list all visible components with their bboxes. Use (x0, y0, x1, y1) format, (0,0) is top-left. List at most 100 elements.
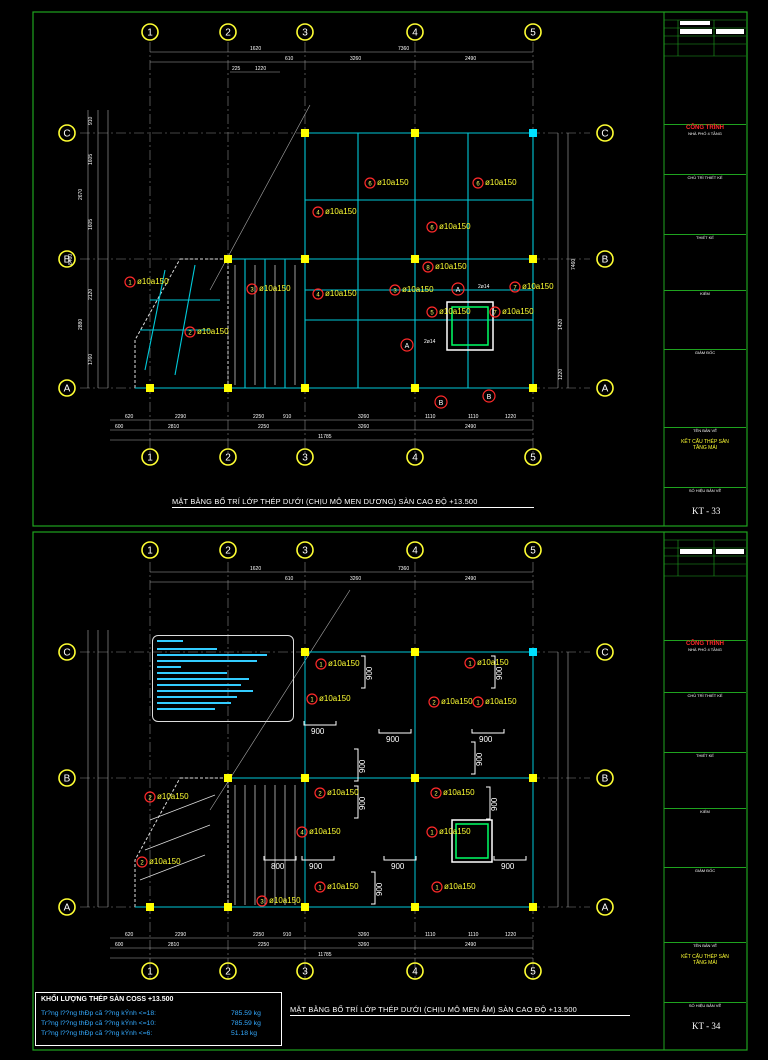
svg-text:2490: 2490 (465, 56, 476, 62)
bar-length-label: 900 (495, 666, 504, 680)
thiet-ke-label: THIẾT KẾ (664, 752, 746, 767)
sheet-title: MẶT BẰNG BỐ TRÍ LỚP THÉP DƯỚI (CHỊU MÔ M… (290, 1005, 577, 1014)
rebar-mark-number: 6 (430, 226, 434, 232)
grid-bubble-col (406, 962, 424, 980)
rebar-mark-circle (314, 881, 326, 893)
grid-label: 4 (412, 967, 418, 978)
rebar-spec-label: ø10a150 (149, 857, 181, 866)
title-underline (172, 507, 534, 508)
svg-text:2120: 2120 (88, 289, 94, 300)
so-hieu-label: SỐ HIỆU BẢN VẼ (688, 488, 722, 493)
rebar-mark-number: 2 (148, 796, 152, 802)
svg-text:11785: 11785 (318, 434, 332, 440)
svg-text:3260: 3260 (350, 56, 361, 62)
rebar-mark-circle (426, 826, 438, 838)
drawing-name-2: TẦNG MÁI (692, 445, 718, 451)
rebar-hook (371, 871, 376, 905)
svg-text:1220: 1220 (558, 369, 564, 380)
rebar-hook (491, 655, 496, 689)
rebar-mark-circle (184, 326, 196, 338)
kiem-label: KIỂM (664, 808, 746, 823)
rebar-spec-label: ø10a150 (269, 896, 301, 905)
bar-length-label: 900 (309, 862, 323, 871)
ten-ban-ve-label: TÊN BẢN VẼ (693, 428, 717, 433)
rebar-spec-label: ø10a150 (485, 697, 517, 706)
rebar-mark-number: 3 (393, 289, 397, 295)
grid-label: 1 (147, 967, 153, 978)
svg-text:1110: 1110 (425, 932, 436, 938)
sheet-title: MẶT BẰNG BỐ TRÍ LỚP THÉP DƯỚI (CHỊU MÔ M… (172, 497, 478, 506)
grid-bubble-col (296, 541, 314, 559)
kiem-label: KIỂM (664, 290, 746, 305)
svg-text:3260: 3260 (358, 424, 369, 430)
rebar-mark-circle (246, 283, 258, 295)
rebar-hook (493, 856, 527, 861)
rebar-mark-number: 1 (476, 701, 480, 707)
bar-length-label: 900 (358, 759, 367, 773)
bar-length-label: 900 (479, 735, 493, 744)
thiet-ke-label: THIẾT KẾ (664, 234, 746, 249)
rebar-mark-circle (314, 787, 326, 799)
rebar-mark-circle (426, 306, 438, 318)
rebar-spec-label: ø10a150 (522, 282, 554, 291)
rebar-mark-number: 5 (430, 311, 434, 317)
rebar-spec-label: ø10a150 (319, 694, 351, 703)
general-notes-box (152, 635, 294, 722)
grid-label: 5 (530, 546, 536, 557)
svg-text:2670: 2670 (78, 189, 84, 200)
rebar-mark-number: 4 (300, 831, 304, 837)
quantity-row-label: Tr?ng l??ng thÐp cã ??ng kÝnh <=18: (41, 1010, 156, 1017)
bar-length-label: 900 (386, 735, 400, 744)
bar-length-label: 900 (311, 727, 325, 736)
rebar-mark-circle (472, 177, 484, 189)
section-mark (451, 282, 465, 296)
svg-text:1620: 1620 (250, 566, 261, 572)
rebar-mark-circle (144, 791, 156, 803)
grid-label: 4 (412, 546, 418, 557)
rebar-spec-label: ø10a150 (328, 659, 360, 668)
bar-length-label: 900 (391, 862, 405, 871)
bar-length-label: 900 (358, 796, 367, 810)
svg-text:2250: 2250 (258, 424, 269, 430)
rebar-mark-circle (428, 696, 440, 708)
rebar-spec-label: ø10a150 (435, 262, 467, 271)
rebar-mark-circle (312, 288, 324, 300)
rebar-spec-label: ø10a150 (402, 285, 434, 294)
rebar-mark-number: 2 (434, 792, 438, 798)
bar-length-label: 900 (501, 862, 515, 871)
grid-bubble-col (141, 962, 159, 980)
rebar-mark-circle (430, 787, 442, 799)
rebar-spec-label: ø10a150 (502, 307, 534, 316)
quantity-row-value: 785.59 kg (231, 1020, 261, 1027)
rebar-mark-circle (464, 657, 476, 669)
svg-text:2490: 2490 (465, 942, 476, 948)
svg-text:3260: 3260 (358, 414, 369, 420)
svg-text:2810: 2810 (168, 424, 179, 430)
section-mark (482, 389, 496, 403)
svg-text:1760: 1760 (88, 354, 94, 365)
svg-text:1605: 1605 (88, 154, 94, 165)
project-name: NHÀ PHỐ 4 TẦNG (688, 131, 722, 136)
quantity-title: KHỐI LƯỢNG THÉP SÀN COSS +13.500 (41, 996, 174, 1003)
giam-doc-label: GIÁM ĐỐC (664, 349, 746, 364)
svg-text:225: 225 (232, 66, 241, 72)
rebar-spec-label: ø10a150 (439, 222, 471, 231)
rebar-hook (301, 856, 335, 861)
grid-bubble-col (524, 541, 542, 559)
project-name: NHÀ PHỐ 4 TẦNG (688, 647, 722, 652)
rebar-mark-circle (422, 261, 434, 273)
rebar-mark-circle (389, 284, 401, 296)
rebar-mark-circle (124, 276, 136, 288)
rebar-spec-label: ø10a150 (137, 277, 169, 286)
svg-text:1220: 1220 (505, 414, 516, 420)
revision-table (664, 19, 746, 57)
grid-bubble-col (406, 541, 424, 559)
rebar-mark-number: 2 (188, 331, 192, 337)
title-underline (290, 1015, 630, 1016)
svg-text:2290: 2290 (175, 932, 186, 938)
svg-text:600: 600 (115, 942, 124, 948)
rebar-mark-circle (509, 281, 521, 293)
